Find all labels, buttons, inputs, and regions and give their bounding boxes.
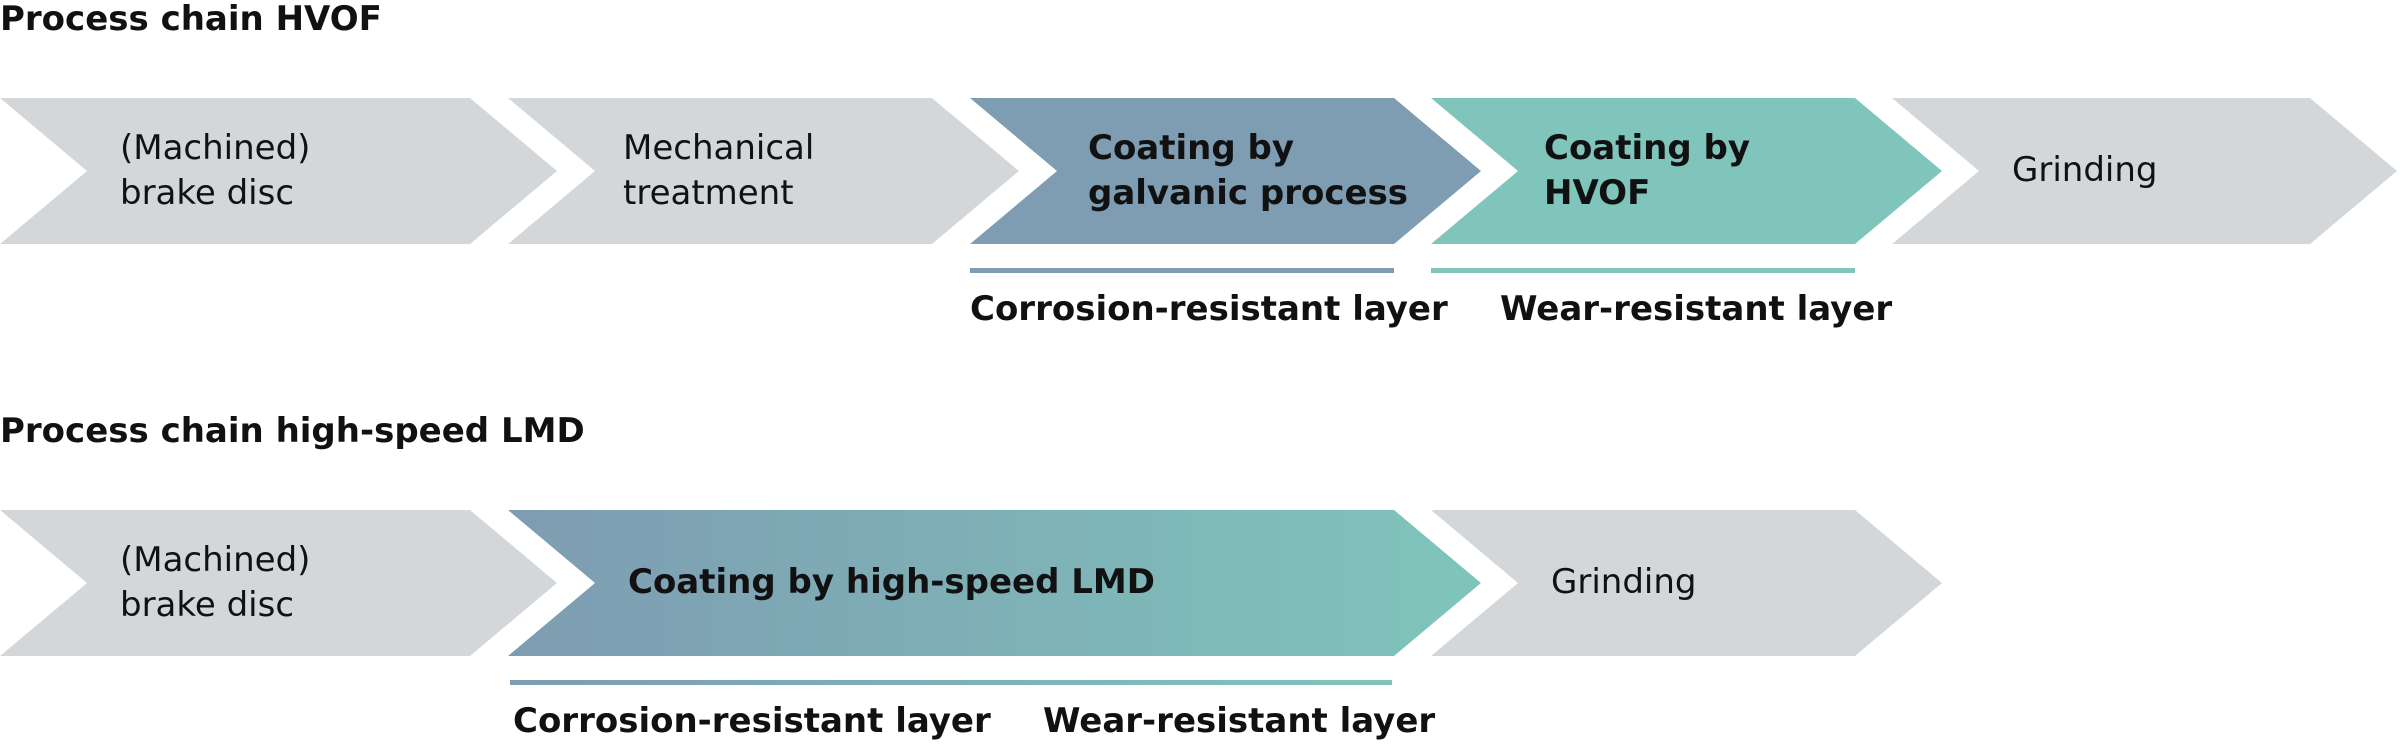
chevron-shape: [970, 98, 1481, 244]
hvof-step-hvof-coating: Coating by HVOF: [1431, 98, 1951, 244]
step-label: Coating by high-speed LMD: [628, 562, 1155, 602]
hvof-step-machined-brake-disc: (Machined) brake disc: [0, 98, 560, 244]
corrosion-to-wear-layer-bar: [510, 680, 1392, 685]
hvof-step-galvanic-coating: Coating by galvanic process: [970, 98, 1490, 244]
step-label: Coating by galvanic process: [1088, 128, 1409, 213]
corrosion-resistant-layer-label: Corrosion-resistant layer: [970, 289, 1448, 329]
wear-layer-bar: [1431, 268, 1855, 273]
hvof-chain-title: Process chain HVOF: [0, 0, 382, 39]
corrosion-layer-bar: [970, 268, 1394, 273]
step-label: (Machined) brake disc: [120, 540, 311, 625]
hvof-step-grinding: Grinding: [1892, 98, 2400, 244]
step-label: Mechanical treatment: [623, 128, 815, 213]
lmd-step-high-speed-lmd-coating: Coating by high-speed LMD: [508, 510, 1490, 656]
chevron-shape: [0, 98, 557, 244]
chevron-shape: [508, 510, 1481, 656]
chevron-shape: [1892, 98, 2397, 244]
step-label: Grinding: [1551, 562, 1697, 602]
step-label: Coating by HVOF: [1544, 128, 1751, 213]
corrosion-resistant-layer-label: Corrosion-resistant layer: [513, 701, 991, 741]
hvof-step-mechanical-treatment: Mechanical treatment: [508, 98, 1028, 244]
step-label: (Machined) brake disc: [120, 128, 311, 213]
chevron-shape: [508, 98, 1019, 244]
wear-resistant-layer-label: Wear-resistant layer: [1500, 289, 1893, 329]
chevron-shape: [0, 510, 557, 656]
wear-resistant-layer-label: Wear-resistant layer: [1043, 701, 1436, 741]
lmd-step-machined-brake-disc: (Machined) brake disc: [0, 510, 560, 656]
chevron-shape: [1431, 510, 1942, 656]
step-label: Grinding: [2012, 150, 2158, 190]
lmd-step-grinding: Grinding: [1431, 510, 1951, 656]
chevron-shape: [1431, 98, 1942, 244]
lmd-chain-title: Process chain high-speed LMD: [0, 411, 585, 451]
